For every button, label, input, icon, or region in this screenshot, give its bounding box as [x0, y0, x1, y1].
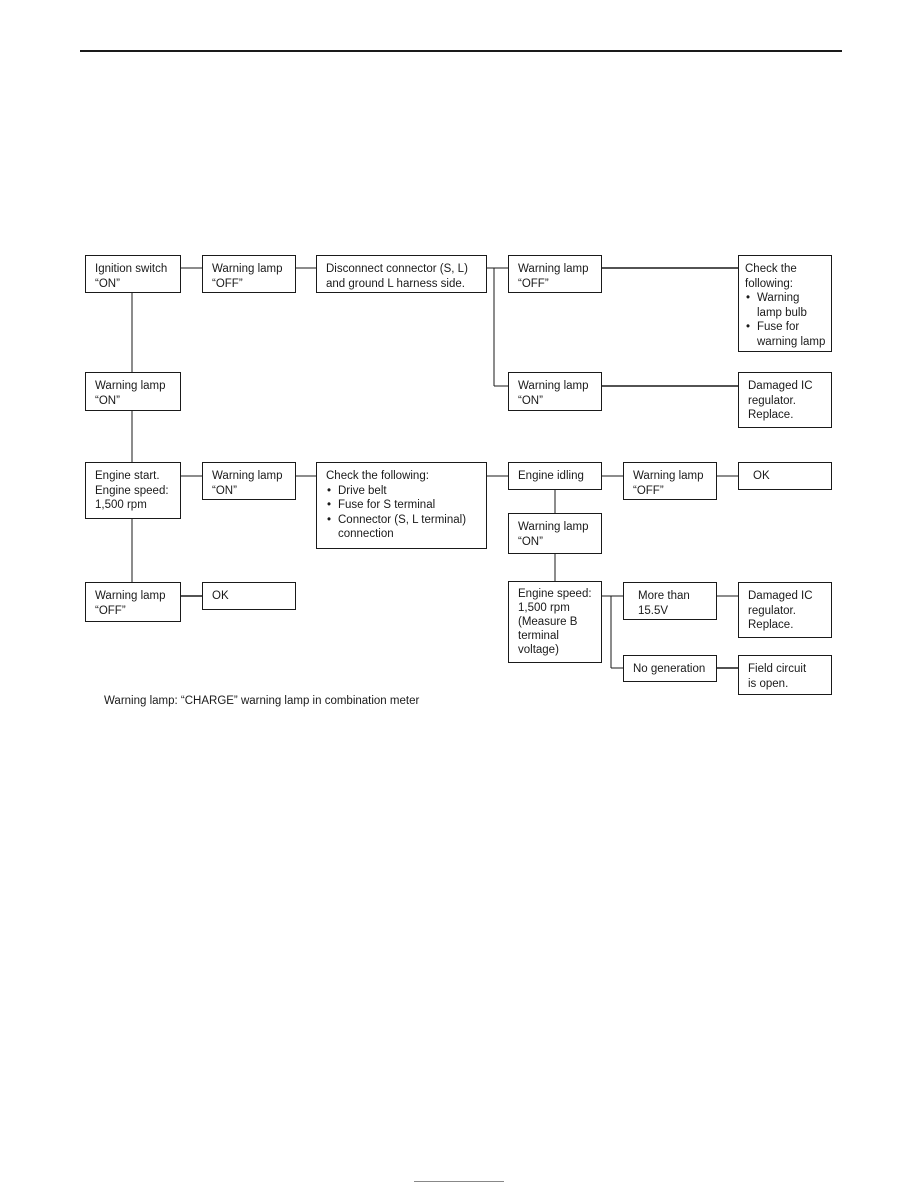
box-warning-lamp-off-3: Warning lamp “OFF” — [623, 462, 717, 500]
box-disconnect-connector: Disconnect connector (S, L) and ground L… — [316, 255, 487, 293]
box-warning-lamp-off-1: Warning lamp “OFF” — [202, 255, 296, 293]
box-line: Warning lamp — [633, 470, 704, 482]
box-line: voltage) — [518, 644, 559, 656]
box-no-generation: No generation — [623, 655, 717, 682]
box-check-lamp-bulb: Check the following: Warning lamp bulb F… — [738, 255, 832, 352]
item-text: connection — [338, 528, 394, 540]
box-line: “OFF” — [95, 604, 126, 617]
check-list: Drive belt Fuse for S terminal Connector… — [326, 484, 477, 542]
box-line: 1,500 rpm — [518, 602, 570, 614]
box-line: “ON” — [95, 394, 120, 407]
box-line: “OFF” — [633, 484, 664, 497]
box-line: Warning lamp — [518, 263, 589, 275]
check-list-item: Warning lamp bulb — [745, 291, 829, 320]
box-line: terminal — [518, 630, 559, 642]
box-line: following: — [745, 277, 793, 290]
box-line: Warning lamp — [518, 380, 589, 392]
box-line: Warning lamp — [95, 590, 166, 602]
check-list-item: Connector (S, L terminal) connection — [326, 513, 477, 542]
box-line: “ON” — [518, 394, 543, 407]
check-list: Warning lamp bulb Fuse for warning lamp — [745, 291, 829, 349]
box-check-drive-belt: Check the following: Drive belt Fuse for… — [316, 462, 487, 549]
box-line: Warning lamp — [95, 380, 166, 392]
box-warning-lamp-off-4: Warning lamp “OFF” — [85, 582, 181, 622]
box-line: “OFF” — [518, 277, 549, 290]
box-warning-lamp-off-2: Warning lamp “OFF” — [508, 255, 602, 293]
box-warning-lamp-on-4: Warning lamp “ON” — [508, 513, 602, 554]
box-line: OK — [212, 590, 229, 602]
box-line: Damaged IC — [748, 590, 813, 602]
header-rule — [80, 50, 842, 52]
box-engine-idling: Engine idling — [508, 462, 602, 490]
box-line: “ON” — [518, 535, 543, 548]
box-warning-lamp-on-3: Warning lamp “ON” — [202, 462, 296, 500]
box-line: (Measure B — [518, 616, 578, 628]
box-ok-1: OK — [738, 462, 832, 490]
box-line: Replace. — [748, 409, 794, 421]
box-line: “OFF” — [212, 277, 243, 290]
box-line: OK — [753, 470, 770, 482]
box-line: Engine speed: — [95, 484, 169, 497]
box-line: More than — [638, 590, 690, 602]
item-text: Fuse for S terminal — [338, 499, 436, 511]
box-line: “ON” — [212, 484, 237, 497]
item-text: warning lamp — [757, 335, 826, 348]
box-ignition-on: Ignition switch “ON” — [85, 255, 181, 293]
check-list-item: Drive belt — [326, 484, 477, 499]
box-warning-lamp-on-1: Warning lamp “ON” — [85, 372, 181, 411]
box-line: Warning lamp — [518, 521, 589, 533]
box-line: Engine start. — [95, 470, 160, 482]
box-line: Warning lamp — [212, 470, 283, 482]
box-line: 1,500 rpm — [95, 499, 147, 511]
box-line: Engine speed: — [518, 588, 592, 600]
box-line: Check the following: — [326, 470, 429, 482]
box-more-than-voltage: More than 15.5V — [623, 582, 717, 620]
item-text: Warning — [757, 292, 800, 304]
item-text: lamp bulb — [757, 306, 807, 319]
box-line: Ignition switch — [95, 263, 168, 275]
box-line: Field circuit — [748, 663, 807, 675]
box-line: Replace. — [748, 619, 794, 631]
box-line: Check the — [745, 263, 797, 275]
box-engine-speed-measure: Engine speed: 1,500 rpm (Measure B termi… — [508, 581, 602, 663]
item-text: Connector (S, L terminal) — [338, 513, 467, 526]
box-line: 15.5V — [638, 604, 669, 617]
box-line: Damaged IC — [748, 380, 813, 392]
item-text: Fuse for — [757, 321, 800, 333]
footnote: Warning lamp: “CHARGE” warning lamp in c… — [104, 695, 420, 707]
box-engine-start: Engine start. Engine speed: 1,500 rpm — [85, 462, 181, 519]
box-line: regulator. — [748, 604, 796, 617]
item-text: Drive belt — [338, 484, 387, 497]
check-list-item: Fuse for warning lamp — [745, 320, 829, 349]
box-line: Engine idling — [518, 470, 584, 482]
box-line: regulator. — [748, 394, 796, 407]
check-list-item: Fuse for S terminal — [326, 498, 477, 513]
footer-rule — [414, 1181, 504, 1182]
box-line: “ON” — [95, 277, 120, 290]
box-warning-lamp-on-2: Warning lamp “ON” — [508, 372, 602, 411]
box-damaged-ic-2: Damaged IC regulator. Replace. — [738, 582, 832, 638]
box-damaged-ic-1: Damaged IC regulator. Replace. — [738, 372, 832, 428]
box-line: and ground L harness side. — [326, 277, 465, 290]
box-line: No generation — [633, 663, 706, 675]
box-line: Warning lamp — [212, 263, 283, 275]
box-ok-2: OK — [202, 582, 296, 610]
box-line: Disconnect connector (S, L) — [326, 263, 468, 275]
box-line: is open. — [748, 677, 789, 690]
box-field-circuit-open: Field circuit is open. — [738, 655, 832, 695]
